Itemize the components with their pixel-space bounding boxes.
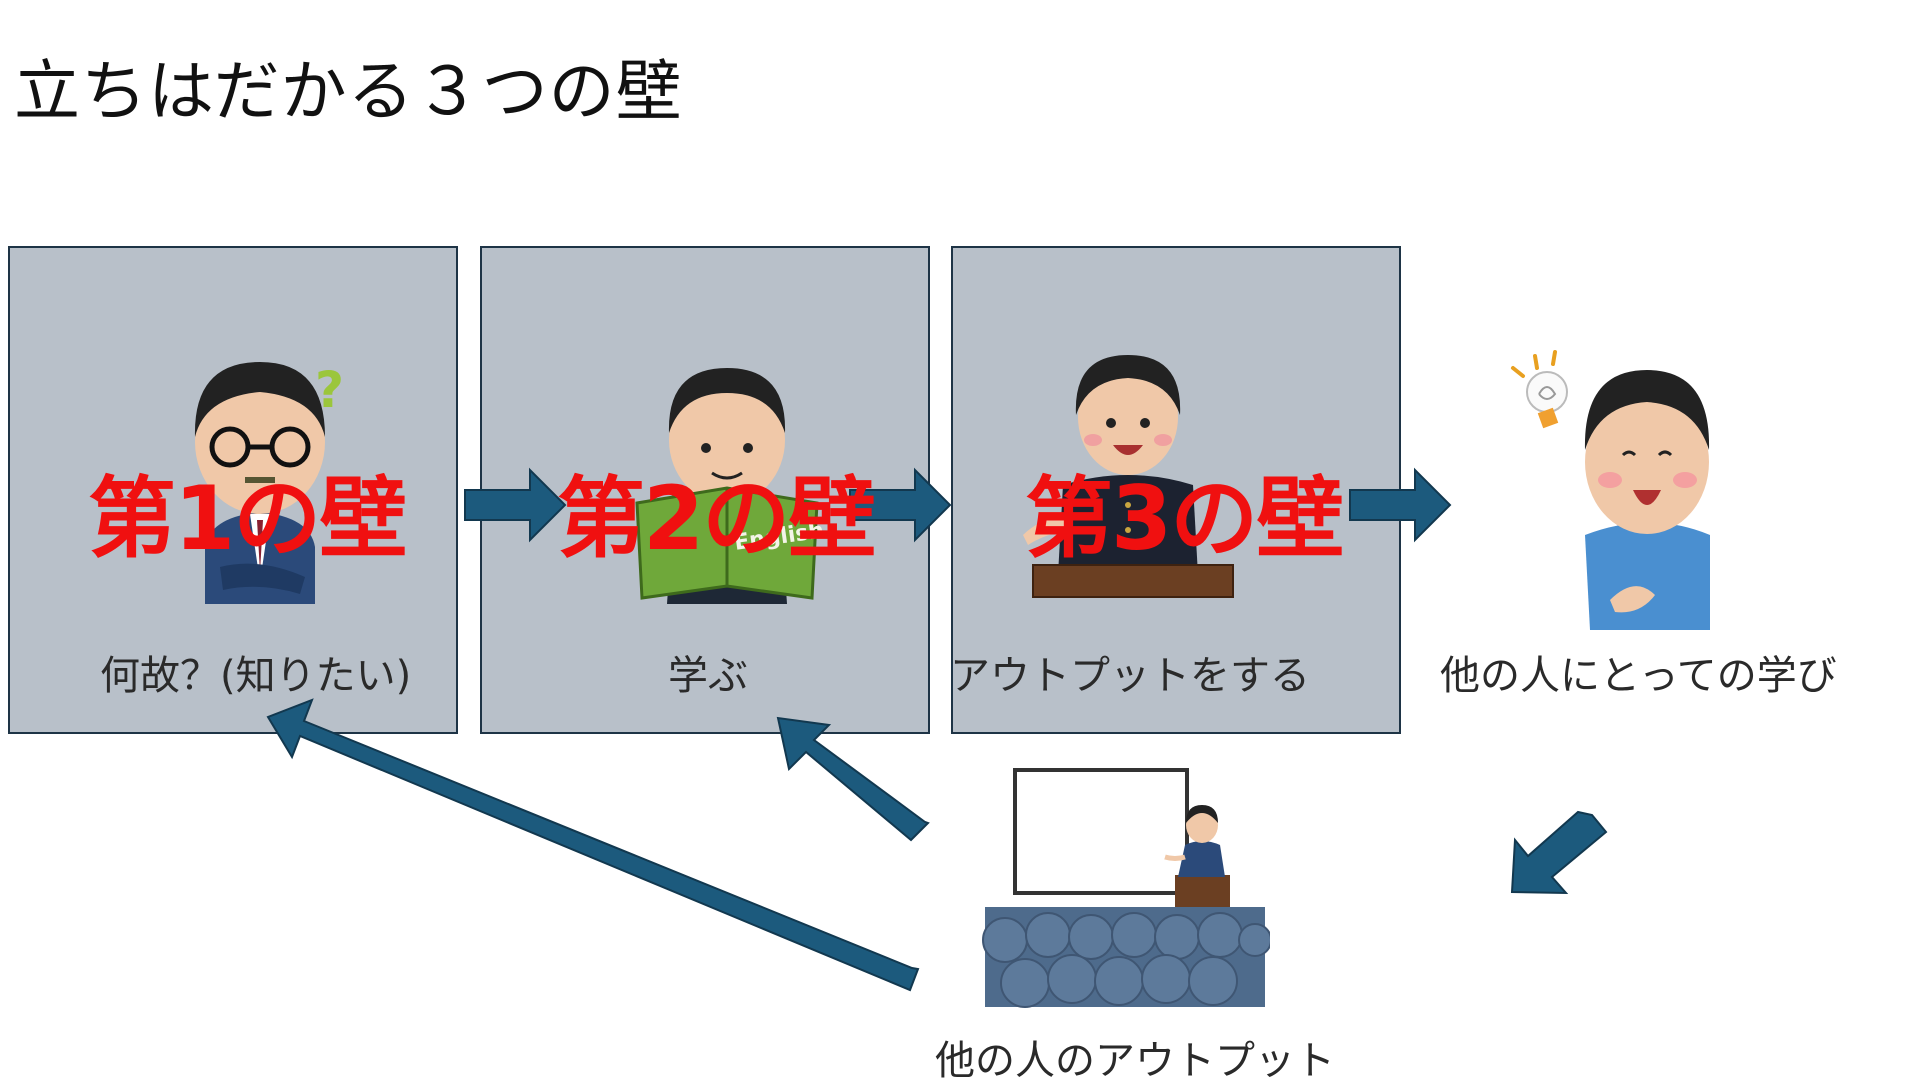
wall-1-caption: 何故？(知りたい) xyxy=(100,653,412,699)
wall-3-label: 第3の壁 xyxy=(1025,467,1344,570)
wall-2-caption: 学ぶ xyxy=(668,653,748,699)
page-title: 立ちはだかる３つの壁 xyxy=(14,53,683,130)
wall-2-label: 第2の壁 xyxy=(557,467,876,570)
boy-with-idea-icon xyxy=(1511,350,1710,630)
wall-3-caption: アウトプットをする xyxy=(950,653,1310,699)
svg-text:?: ? xyxy=(315,361,344,419)
outcome-caption: 他の人にとっての学び xyxy=(1440,653,1837,699)
arrow-right-3 xyxy=(1349,467,1452,543)
arrow-right-2 xyxy=(849,467,952,543)
speaker-at-podium-icon xyxy=(1023,355,1234,598)
arrow-right-1 xyxy=(464,467,567,543)
wall-1-label: 第1の壁 xyxy=(88,467,407,570)
others-output-caption: 他の人のアウトプット xyxy=(935,1038,1335,1084)
arrow-down-left xyxy=(1510,810,1608,895)
arrow-back-to-wall-2 xyxy=(776,716,930,842)
thinking-man-icon: ? xyxy=(194,361,344,604)
presentation-audience-icon xyxy=(982,768,1270,1008)
arrow-back-to-wall-1 xyxy=(266,698,920,992)
student-reading-icon: English xyxy=(635,368,822,604)
